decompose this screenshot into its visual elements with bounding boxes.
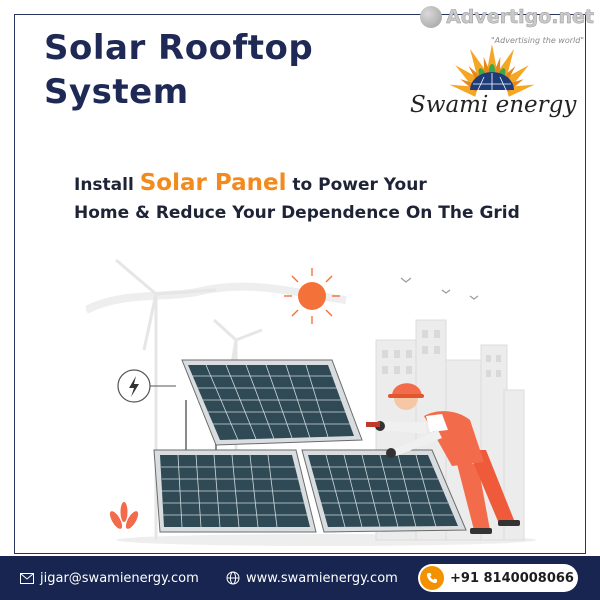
footer-website[interactable]: www.swamienergy.com	[226, 571, 398, 586]
headline-line-2: Home & Reduce Your Dependence On The Gri…	[74, 203, 520, 223]
footer-email[interactable]: jigar@swamienergy.com	[20, 571, 199, 586]
mail-icon	[20, 571, 34, 585]
sun-icon	[284, 268, 340, 324]
lightning-icon	[117, 369, 176, 403]
phone-icon	[420, 566, 444, 590]
footer-phone-text: +91 8140008066	[450, 570, 574, 586]
solar-panel-upper	[181, 359, 363, 446]
headline-prefix: Install	[74, 175, 140, 195]
watermark[interactable]: Advertigo.net	[420, 6, 594, 28]
headline-suffix: to Power Your	[286, 175, 427, 195]
solar-installation-illustration	[86, 258, 536, 546]
worker-figure	[366, 383, 520, 534]
watermark-tagline: "Advertising the world"	[491, 36, 584, 45]
headline: Install Solar Panel to Power Your Home &…	[74, 168, 520, 226]
plant-icon	[109, 502, 139, 529]
swami-energy-logo-icon	[449, 44, 535, 97]
footer-bar: jigar@swamienergy.com www.swamienergy.co…	[0, 556, 600, 600]
footer-website-text: www.swamienergy.com	[246, 570, 398, 586]
globe-icon	[226, 571, 240, 585]
title-line-2: System	[44, 72, 189, 112]
birds	[400, 277, 479, 300]
headline-line-1: Install Solar Panel to Power Your	[74, 168, 520, 200]
footer-email-text: jigar@swamienergy.com	[40, 570, 199, 586]
logo-wordmark: Swami energy	[410, 92, 577, 118]
watermark-globe-icon	[420, 6, 443, 28]
footer-phone[interactable]: +91 8140008066	[418, 564, 578, 592]
page-frame	[14, 14, 586, 554]
watermark-brand: Advertigo.net	[446, 6, 594, 29]
title-line-1: Solar Rooftop	[44, 28, 314, 68]
page-title: Solar Rooftop System	[44, 26, 313, 114]
headline-highlight: Solar Panel	[139, 170, 287, 196]
solar-panel-lower-left	[153, 449, 317, 533]
